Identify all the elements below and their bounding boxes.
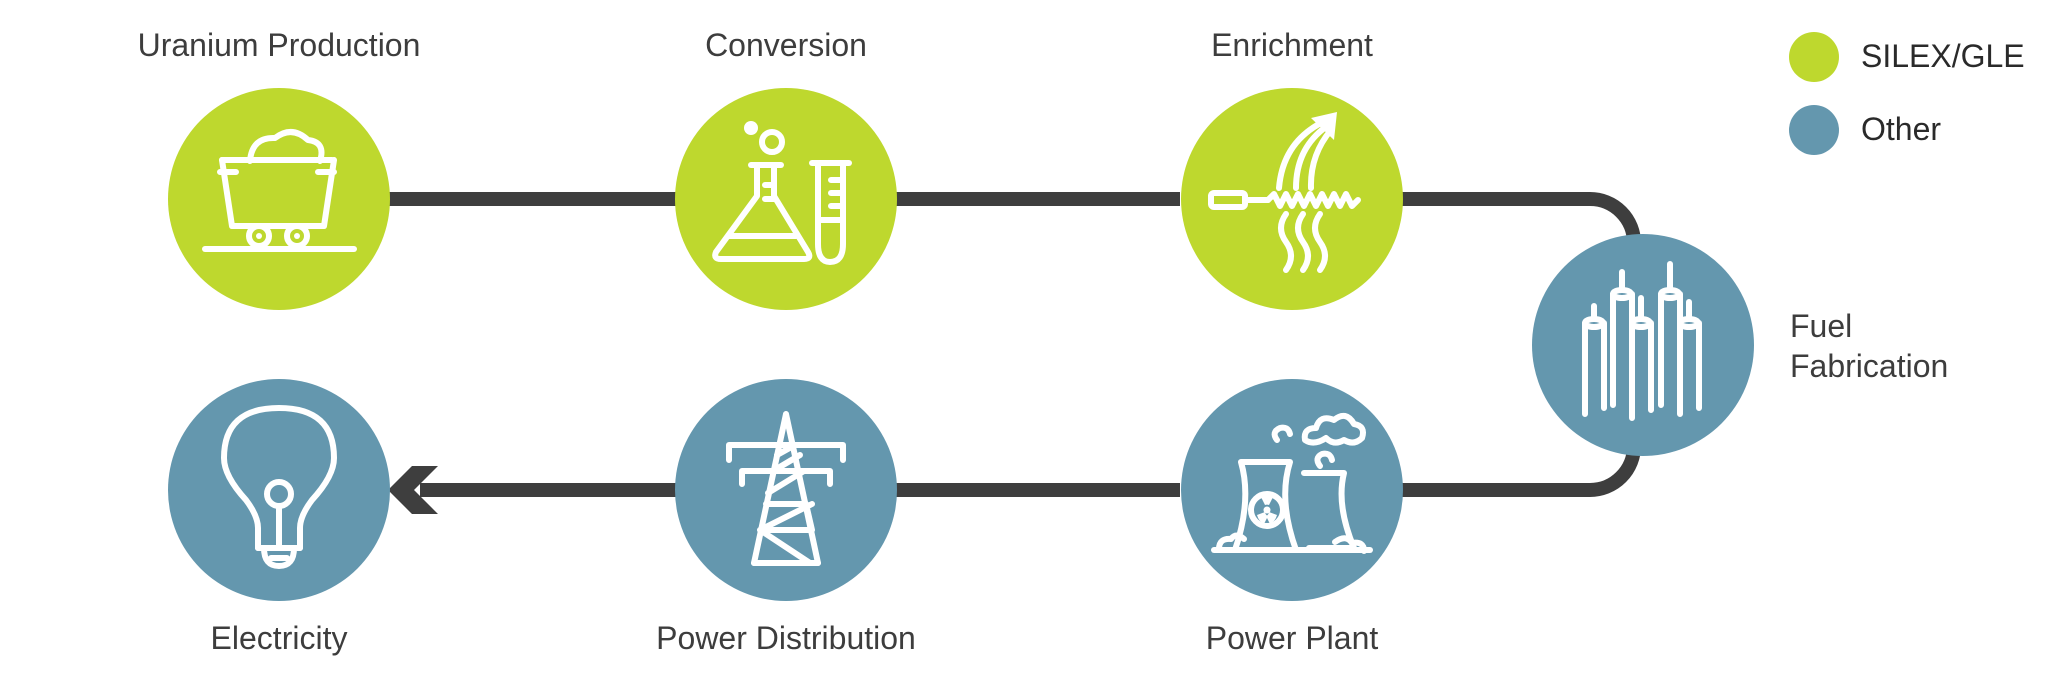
stage-uranium-production: Uranium Production	[138, 27, 421, 310]
stage-label: Electricity	[211, 620, 348, 656]
stage-circle	[168, 379, 390, 601]
stage-label: Power Plant	[1206, 620, 1379, 656]
stage-label: Conversion	[705, 27, 867, 63]
stage-conversion: Conversion	[675, 27, 897, 310]
stage-electricity: Electricity	[168, 379, 390, 656]
stage-fuel-fabrication: Fuel Fabrication	[1532, 234, 1948, 456]
stage-power-distribution: Power Distribution	[656, 379, 916, 656]
arrow-head	[388, 466, 438, 514]
stage-circle	[1532, 234, 1754, 456]
stage-label-line-1: Fuel	[1790, 308, 1852, 344]
chemistry-flask-icon	[712, 121, 852, 265]
legend-label: SILEX/GLE	[1861, 38, 2025, 74]
legend-item-other: Other	[1789, 105, 1941, 155]
laser-enrichment-icon	[1208, 112, 1361, 273]
mine-cart-icon	[202, 129, 357, 252]
legend-label: Other	[1861, 111, 1941, 147]
stage-circle	[1181, 88, 1403, 310]
stage-circle	[1181, 379, 1403, 601]
stage-circle	[675, 379, 897, 601]
stage-circle	[168, 88, 390, 310]
legend-swatch	[1789, 105, 1839, 155]
legend-swatch	[1789, 32, 1839, 82]
cooling-tower-icon	[1211, 412, 1373, 554]
stage-label: Power Distribution	[656, 620, 916, 656]
transmission-tower-icon	[726, 411, 846, 566]
legend-item-silex: SILEX/GLE	[1789, 32, 2025, 82]
connector-lines	[385, 192, 1641, 497]
stage-label-line-2: Fabrication	[1790, 348, 1948, 384]
fuel-rods-icon	[1582, 261, 1702, 421]
connector-fuel-powerplant	[1390, 440, 1641, 497]
stage-label: Enrichment	[1211, 27, 1373, 63]
light-bulb-icon	[221, 405, 337, 569]
legend: SILEX/GLE Other	[1789, 32, 2025, 155]
connector-enrichment-fuel	[1390, 192, 1641, 250]
stage-enrichment: Enrichment	[1181, 27, 1403, 310]
stage-label: Uranium Production	[138, 27, 421, 63]
stage-power-plant: Power Plant	[1181, 379, 1403, 656]
stage-circle	[675, 88, 897, 310]
